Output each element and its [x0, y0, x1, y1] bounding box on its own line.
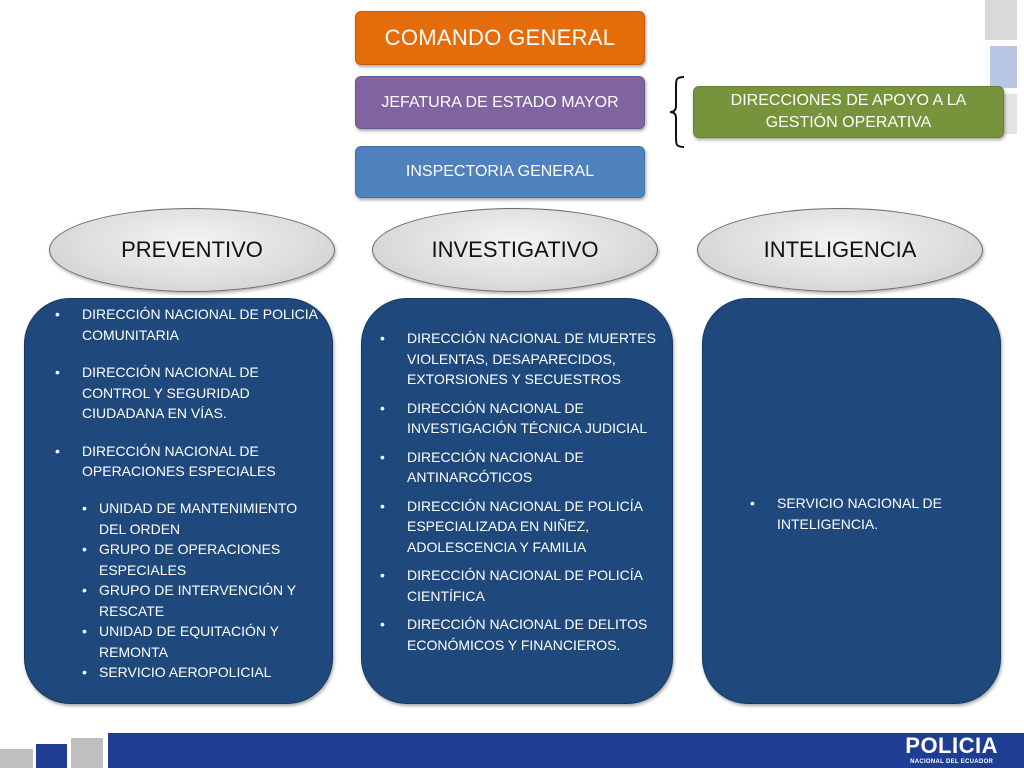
list-item: GRUPO DE OPERACIONES ESPECIALES	[82, 539, 324, 580]
comando-general-box: COMANDO GENERAL	[355, 11, 645, 65]
corner-square-blue	[990, 46, 1017, 88]
list-item: SERVICIO AEROPOLICIAL	[82, 662, 324, 683]
jefatura-estado-mayor-label: JEFATURA DE ESTADO MAYOR	[381, 93, 619, 111]
list-item: DIRECCIÓN NACIONAL DE DELITOS ECONÓMICOS…	[380, 614, 669, 655]
footer-square-1	[0, 749, 33, 768]
jefatura-estado-mayor-box: JEFATURA DE ESTADO MAYOR	[355, 76, 645, 129]
list-item: DIRECCIÓN NACIONAL DE CONTROL Y SEGURIDA…	[55, 362, 322, 424]
policia-logo: POLICIA NACIONAL DEL ECUADOR	[905, 734, 998, 766]
investigativo-ellipse: INVESTIGATIVO	[372, 208, 658, 292]
inteligencia-panel: SERVICIO NACIONAL DE INTELIGENCIA.	[702, 298, 1001, 704]
list-item: DIRECCIÓN NACIONAL DE POLICÍA CIENTÍFICA	[380, 565, 669, 606]
list-item: DIRECCIÓN NACIONAL DE INVESTIGACIÓN TÉCN…	[380, 398, 669, 439]
brace-connector	[669, 76, 685, 148]
list-item: DIRECCIÓN NACIONAL DE POLICIA COMUNITARI…	[55, 304, 322, 345]
preventivo-ellipse: PREVENTIVO	[49, 208, 335, 292]
list-item: DIRECCIÓN NACIONAL DE POLICÍA ESPECIALIZ…	[380, 496, 669, 558]
comando-general-label: COMANDO GENERAL	[384, 25, 616, 50]
list-item: UNIDAD DE EQUITACIÓN Y REMONTA	[82, 621, 324, 662]
logo-main-text: POLICIA	[905, 733, 998, 758]
list-item: SERVICIO NACIONAL DE INTELIGENCIA.	[750, 493, 987, 534]
footer-square-3	[71, 738, 103, 768]
inteligencia-ellipse: INTELIGENCIA	[697, 208, 983, 292]
footer-square-2	[36, 744, 67, 768]
list-item: DIRECCIÓN NACIONAL DE MUERTES VIOLENTAS,…	[380, 328, 669, 390]
preventivo-panel: DIRECCIÓN NACIONAL DE POLICIA COMUNITARI…	[24, 298, 333, 704]
direcciones-apoyo-label: DIRECCIONES DE APOYO A LA GESTIÓN OPERAT…	[730, 92, 967, 131]
investigativo-list: DIRECCIÓN NACIONAL DE MUERTES VIOLENTAS,…	[380, 328, 669, 663]
operaciones-especiales-sublist: UNIDAD DE MANTENIMIENTO DEL ORDEN GRUPO …	[82, 498, 324, 683]
corner-square-top	[985, 0, 1017, 40]
direcciones-apoyo-box: DIRECCIONES DE APOYO A LA GESTIÓN OPERAT…	[693, 86, 1004, 138]
list-item: GRUPO DE INTERVENCIÓN Y RESCATE	[82, 580, 324, 621]
investigativo-title: INVESTIGATIVO	[431, 237, 599, 262]
corner-square-bottom	[1000, 94, 1017, 134]
preventivo-list: DIRECCIÓN NACIONAL DE POLICIA COMUNITARI…	[55, 304, 322, 499]
inteligencia-title: INTELIGENCIA	[763, 237, 917, 262]
logo-sub-text: NACIONAL DEL ECUADOR	[910, 759, 994, 765]
footer-bar	[108, 733, 1024, 768]
inspectoria-general-label: INSPECTORIA GENERAL	[405, 163, 595, 180]
inteligencia-list: SERVICIO NACIONAL DE INTELIGENCIA.	[750, 493, 987, 534]
preventivo-title: PREVENTIVO	[121, 237, 263, 262]
list-item: UNIDAD DE MANTENIMIENTO DEL ORDEN	[82, 498, 324, 539]
investigativo-panel: DIRECCIÓN NACIONAL DE MUERTES VIOLENTAS,…	[361, 298, 673, 704]
list-item: DIRECCIÓN NACIONAL DE ANTINARCÓTICOS	[380, 447, 669, 488]
inspectoria-general-box: INSPECTORIA GENERAL	[355, 146, 645, 198]
list-item: DIRECCIÓN NACIONAL DE OPERACIONES ESPECI…	[55, 441, 322, 482]
